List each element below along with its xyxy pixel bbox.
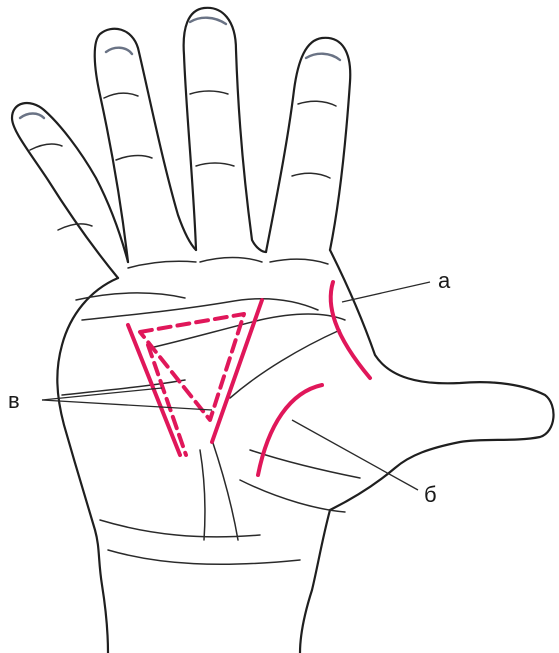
incision-v-right: [212, 300, 262, 442]
middle-finger: [184, 8, 266, 252]
leader-v-2: [42, 400, 212, 410]
leader-a: [342, 282, 430, 302]
little-finger: [12, 103, 128, 278]
middle-nail: [190, 18, 226, 24]
index-finger: [266, 38, 350, 252]
palm-ulnar-edge: [57, 278, 118, 653]
little-nail: [20, 114, 44, 119]
label-a: а: [438, 268, 451, 293]
wrist-right: [300, 510, 330, 653]
hand-outline: [12, 8, 554, 653]
label-b: б: [424, 482, 437, 507]
ring-finger: [95, 29, 196, 262]
leader-v-1: [42, 388, 162, 400]
label-v: в: [8, 388, 20, 413]
ring-nail: [106, 48, 132, 54]
leader-b: [292, 420, 418, 490]
incision-v-dashed-inner: [148, 345, 186, 455]
index-nail: [306, 54, 340, 60]
